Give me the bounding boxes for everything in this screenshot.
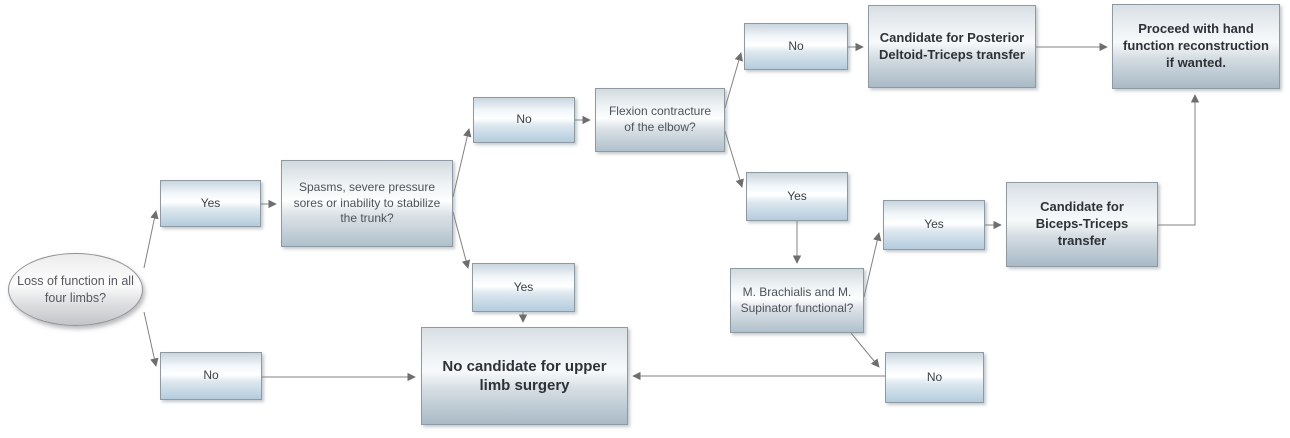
connector-start-to-yes [143, 210, 159, 269]
connector-spasms-to-yes [452, 211, 471, 269]
start-node-loss-of-function: Loss of function in all four limbs? [8, 253, 143, 326]
connector-spasms-to-no [452, 128, 472, 198]
connector-brachialis-to-no [850, 332, 880, 368]
no-node-spasms: No [473, 97, 575, 143]
no-node-limbs: No [160, 352, 262, 400]
action-node-no-candidate-surgery: No candidate for upper limb surgery [421, 327, 628, 425]
action-node-proceed-hand-reconstruction: Proceed with hand function reconstructio… [1112, 4, 1280, 89]
question-node-spasms: Spasms, severe pressure sores or inabili… [281, 160, 453, 247]
yes-node-functional: Yes [883, 200, 985, 250]
yes-node-contracture: Yes [746, 172, 848, 221]
connector-biceps-to-proceed [1158, 94, 1200, 226]
connector-flexion-to-yes [724, 130, 744, 188]
question-node-flexion-contracture: Flexion contracture of the elbow? [595, 88, 725, 152]
question-node-brachialis-supinator: M. Brachialis and M. Supinator functiona… [730, 268, 864, 333]
connector-start-to-no [143, 311, 159, 367]
yes-node-limbs: Yes [160, 180, 261, 227]
no-node-contracture: No [744, 23, 848, 70]
connector-brachialis-to-yes [863, 232, 882, 298]
connector-flexion-to-no [724, 52, 743, 109]
yes-node-spasms: Yes [472, 263, 575, 312]
action-node-posterior-deltoid-transfer: Candidate for Posterior Deltoid-Triceps … [868, 5, 1036, 88]
no-node-functional: No [885, 352, 984, 403]
action-node-biceps-triceps-transfer: Candidate for Biceps-Triceps transfer [1006, 182, 1158, 267]
